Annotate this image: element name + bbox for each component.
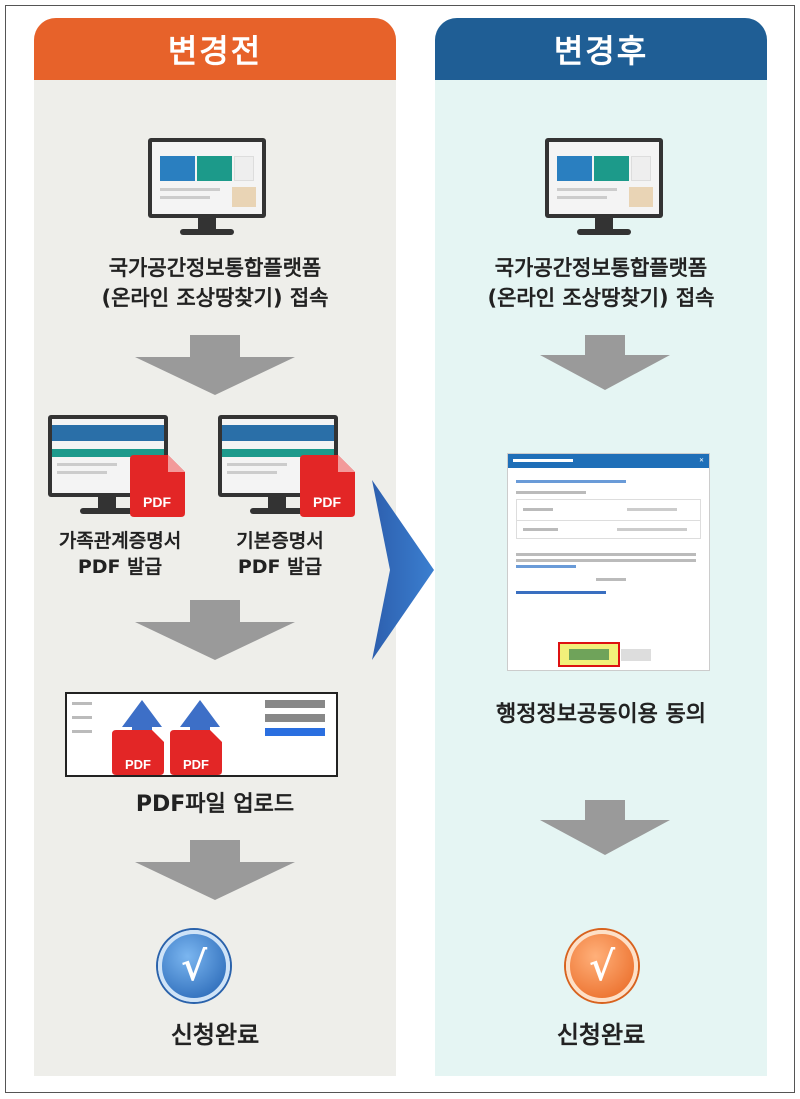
consent-dialog: ✕ <box>507 453 710 671</box>
pdf-icon: PDF <box>130 455 185 517</box>
right-arrow-icon <box>372 480 434 660</box>
doc2-line2: PDF 발급 <box>237 556 323 578</box>
check-icon: √ <box>158 930 230 1002</box>
down-arrow-icon <box>135 335 295 395</box>
doc1-line1: 가족관계증명서 <box>58 530 182 552</box>
outer-frame <box>5 5 795 1093</box>
check-icon: √ <box>566 930 638 1002</box>
svg-text:PDF: PDF <box>183 757 209 772</box>
before-step1-line2: (온라인 조상땅찾기) 접속 <box>101 286 329 310</box>
monitor-icon <box>148 138 266 238</box>
before-done-label: 신청완료 <box>170 1021 260 1049</box>
agree-highlight <box>558 642 620 667</box>
consent-label: 행정정보공동이용 동의 <box>495 702 707 727</box>
after-done-label: 신청완료 <box>556 1021 646 1049</box>
svg-text:PDF: PDF <box>125 757 151 772</box>
down-arrow-icon <box>135 840 295 900</box>
doc1-line2: PDF 발급 <box>77 556 163 578</box>
disagree-button[interactable] <box>621 649 651 661</box>
doc2-line1: 기본증명서 <box>236 530 324 552</box>
pdf-icon: PDF <box>300 455 355 517</box>
after-title: 변경후 <box>435 18 767 80</box>
agree-button[interactable] <box>569 649 609 660</box>
down-arrow-icon <box>135 600 295 660</box>
down-arrow-icon <box>540 800 670 855</box>
close-icon: ✕ <box>698 457 704 464</box>
before-step1-line1: 국가공간정보통합플랫폼 <box>108 256 322 280</box>
upload-label: PDF파일 업로드 <box>135 792 295 817</box>
after-step1-line2: (온라인 조상땅찾기) 접속 <box>487 286 715 310</box>
down-arrow-icon <box>540 335 670 390</box>
after-step1-line1: 국가공간정보통합플랫폼 <box>494 256 708 280</box>
pdf-upload-icons: PDF PDF <box>112 700 222 775</box>
before-title: 변경전 <box>34 18 396 80</box>
monitor-icon <box>545 138 663 238</box>
svg-text:PDF: PDF <box>313 494 341 510</box>
svg-text:PDF: PDF <box>143 494 171 510</box>
